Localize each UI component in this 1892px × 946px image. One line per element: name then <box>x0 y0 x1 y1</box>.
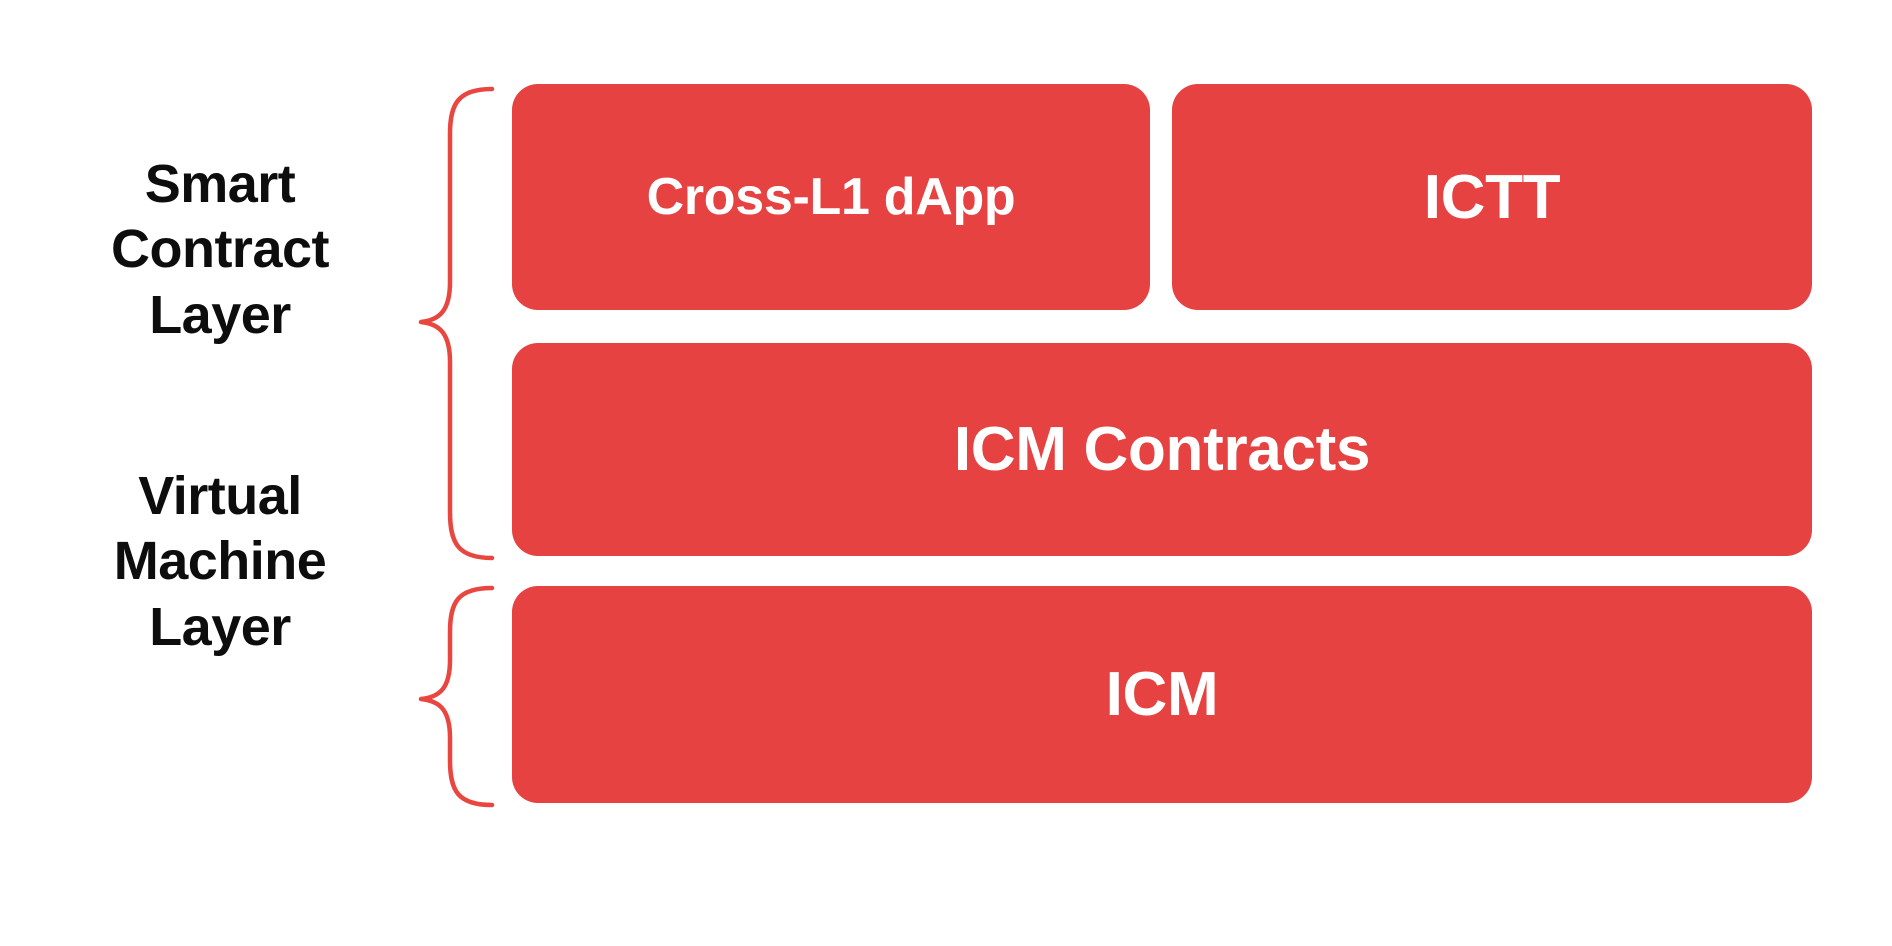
left-curly-brace-icon-virtual-machine <box>418 585 495 808</box>
layer-box-stack: Cross-L1 dApp ICTT ICM Contracts ICM <box>512 84 1812 803</box>
box-row-virtual-machine: ICM <box>512 586 1812 803</box>
layer-label-smart-contract: Smart Contract Layer <box>110 154 330 345</box>
box-ictt[interactable]: ICTT <box>1172 84 1812 310</box>
box-row-contracts: ICM Contracts <box>512 343 1812 556</box>
layer-label-virtual-machine: Virtual Machine Layer <box>113 466 327 657</box>
box-icm-contracts[interactable]: ICM Contracts <box>512 343 1812 556</box>
box-cross-l1-dapp[interactable]: Cross-L1 dApp <box>512 84 1150 310</box>
left-curly-brace-icon-smart-contract <box>418 86 495 561</box>
box-icm[interactable]: ICM <box>512 586 1812 803</box>
box-row-dapps: Cross-L1 dApp ICTT <box>512 84 1812 310</box>
